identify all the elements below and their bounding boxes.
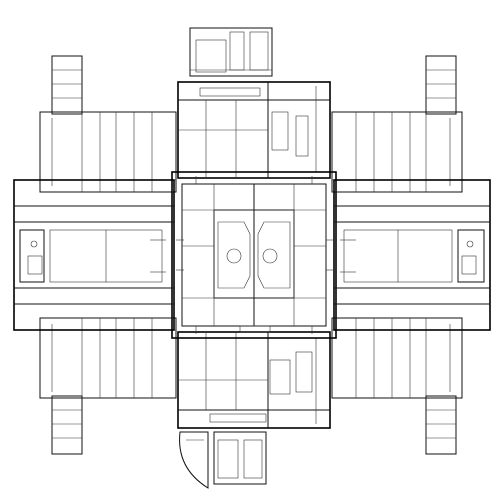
central-core (171, 171, 337, 339)
tower-top-left (51, 55, 83, 115)
tower-bottom-right (425, 395, 457, 455)
central-upper-block (177, 81, 331, 179)
top-annex (189, 27, 273, 77)
central-lower-block (177, 331, 331, 429)
tower-top-right (425, 55, 457, 115)
bottom-annex (179, 431, 267, 489)
left-corridor (13, 179, 175, 331)
detail-marks (176, 176, 334, 334)
right-corridor (333, 179, 491, 331)
tower-bottom-left (51, 395, 83, 455)
